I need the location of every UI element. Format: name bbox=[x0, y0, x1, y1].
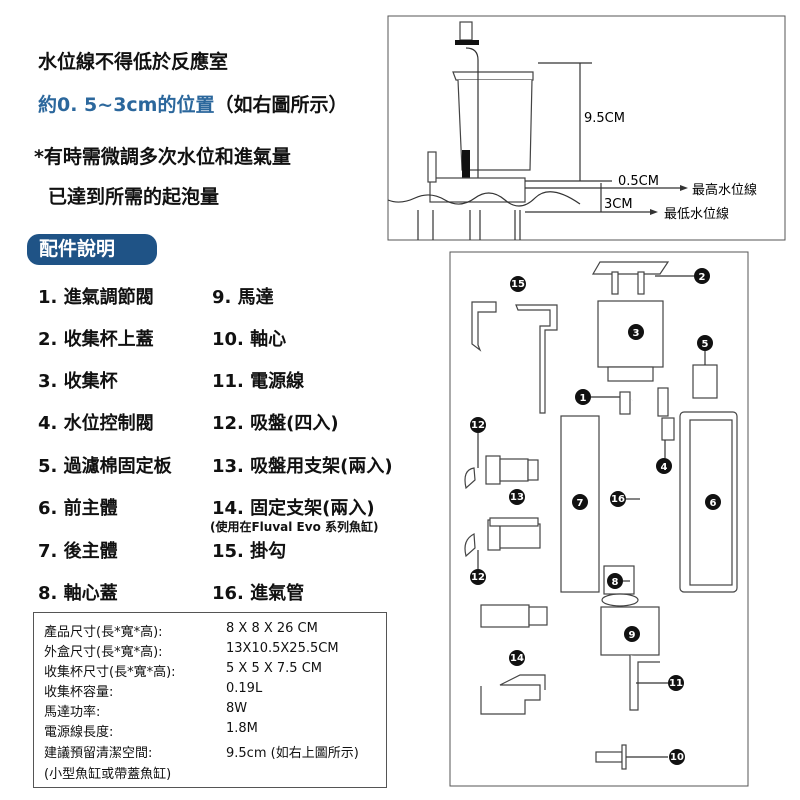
svg-text:15: 15 bbox=[511, 279, 525, 290]
part-item: 1. 進氣調節閥 bbox=[38, 287, 154, 308]
part-item: 6. 前主體 bbox=[38, 498, 118, 519]
part-item: 12. 吸盤(四入) bbox=[212, 413, 339, 434]
callout-11: 11 bbox=[668, 675, 684, 691]
intro-line-2-highlight: 約0. 5~3cm的位置 bbox=[38, 94, 215, 116]
spec-label: 外盒尺寸(長*寬*高): bbox=[44, 645, 163, 660]
spec-value: 8 X 8 X 26 CM bbox=[226, 621, 318, 636]
svg-text:10: 10 bbox=[670, 752, 684, 763]
callout-1: 1 bbox=[575, 389, 591, 405]
spec-label: 電源線長度: bbox=[44, 725, 114, 740]
callout-8: 8 bbox=[607, 573, 623, 589]
min-level-label: 最低水位線 bbox=[664, 206, 729, 222]
callout-5: 5 bbox=[697, 335, 713, 351]
spec-row: 產品尺寸(長*寬*高): 8 X 8 X 26 CM bbox=[44, 621, 318, 640]
spec-row: 外盒尺寸(長*寬*高): 13X10.5X25.5CM bbox=[44, 641, 339, 660]
intro-line-4: 已達到所需的起泡量 bbox=[48, 186, 220, 208]
callout-6: 6 bbox=[705, 494, 721, 510]
callout-15: 15 bbox=[510, 276, 526, 292]
part-item: 3. 收集杯 bbox=[38, 371, 118, 392]
callout-12: 12 bbox=[470, 569, 486, 585]
spec-label: (小型魚缸或帶蓋魚缸) bbox=[44, 767, 172, 782]
section-badge: 配件說明 bbox=[27, 234, 157, 265]
svg-text:12: 12 bbox=[471, 572, 485, 583]
max-level-label: 最高水位線 bbox=[692, 182, 757, 198]
part-item: 9. 馬達 bbox=[212, 287, 274, 308]
spec-row: 電源線長度: 1.8M bbox=[44, 721, 258, 740]
spec-row: 馬達功率: 8W bbox=[44, 701, 247, 720]
spec-box: 產品尺寸(長*寬*高): 8 X 8 X 26 CM 外盒尺寸(長*寬*高): 13… bbox=[33, 612, 387, 788]
spec-value: 0.19L bbox=[226, 681, 263, 696]
part-item: 5. 過濾棉固定板 bbox=[38, 456, 172, 477]
spec-row: 收集杯尺寸(長*寬*高): 5 X 5 X 7.5 CM bbox=[44, 661, 322, 680]
svg-text:7: 7 bbox=[577, 498, 584, 509]
svg-text:11: 11 bbox=[669, 678, 683, 689]
height-label: 9.5CM bbox=[584, 111, 625, 126]
spec-label: 馬達功率: bbox=[44, 705, 101, 720]
part-item: 8. 軸心蓋 bbox=[38, 583, 118, 604]
part-item: 11. 電源線 bbox=[212, 371, 305, 392]
svg-text:4: 4 bbox=[661, 462, 668, 473]
callout-14: 14 bbox=[509, 650, 525, 666]
part-item: 10. 軸心 bbox=[212, 329, 287, 350]
spec-label: 收集杯容量: bbox=[44, 685, 114, 700]
intro-line-1: 水位線不得低於反應室 bbox=[38, 51, 229, 73]
part-item: 7. 後主體 bbox=[38, 541, 118, 562]
svg-text:1: 1 bbox=[580, 393, 587, 404]
spec-value: 1.8M bbox=[226, 721, 258, 736]
svg-text:9: 9 bbox=[629, 630, 636, 641]
spec-value: 5 X 5 X 7.5 CM bbox=[226, 661, 322, 676]
svg-text:16: 16 bbox=[611, 494, 625, 505]
callout-2: 2 bbox=[694, 268, 710, 284]
intro-line-2: 約0. 5~3cm的位置（如右圖所示） bbox=[38, 90, 348, 117]
callout-7: 7 bbox=[572, 494, 588, 510]
parts-note: (使用在Fluval Evo 系列魚缸) bbox=[210, 520, 379, 534]
part-item: 13. 吸盤用支架(兩入) bbox=[212, 456, 393, 477]
callout-4: 4 bbox=[656, 458, 672, 474]
spec-value: 8W bbox=[226, 701, 248, 716]
svg-text:12: 12 bbox=[471, 420, 485, 431]
intro-line-3: *有時需微調多次水位和進氣量 bbox=[34, 146, 291, 168]
range-label: 3CM bbox=[604, 197, 633, 212]
spec-label: 建議預留清潔空間: bbox=[44, 746, 153, 761]
part-item: 15. 掛勾 bbox=[212, 541, 287, 562]
gap-label: 0.5CM bbox=[618, 174, 659, 189]
parts-diagram: 1 2 3 4 5 6 7 8 9 10 11 12 12 13 14 15 1… bbox=[449, 251, 749, 787]
part-item: 2. 收集杯上蓋 bbox=[38, 329, 154, 350]
intro-line-2-rest: （如右圖所示） bbox=[214, 94, 348, 116]
svg-text:5: 5 bbox=[702, 339, 709, 350]
callout-13: 13 bbox=[509, 489, 525, 505]
part-item: 16. 進氣管 bbox=[212, 583, 305, 604]
water-level-diagram: 9.5CM 0.5CM 3CM 最高水位線 最低水位線 bbox=[387, 15, 786, 241]
callout-10: 10 bbox=[669, 749, 685, 765]
spec-label: 產品尺寸(長*寬*高): bbox=[44, 625, 163, 640]
spec-row: (小型魚缸或帶蓋魚缸) bbox=[44, 763, 171, 782]
callout-9: 9 bbox=[624, 626, 640, 642]
svg-text:6: 6 bbox=[710, 498, 717, 509]
part-item: 14. 固定支架(兩入) bbox=[212, 498, 375, 519]
callout-3: 3 bbox=[628, 324, 644, 340]
spec-row: 建議預留清潔空間: 9.5cm (如右上圖所示) bbox=[44, 742, 359, 761]
spec-value: 9.5cm (如右上圖所示) bbox=[226, 746, 359, 761]
svg-text:2: 2 bbox=[699, 272, 706, 283]
svg-text:14: 14 bbox=[510, 653, 524, 664]
svg-text:8: 8 bbox=[612, 577, 619, 588]
part-item: 4. 水位控制閥 bbox=[38, 413, 154, 434]
svg-text:13: 13 bbox=[510, 492, 524, 503]
spec-row: 收集杯容量: 0.19L bbox=[44, 681, 262, 700]
svg-text:3: 3 bbox=[633, 328, 640, 339]
callout-16: 16 bbox=[610, 491, 626, 507]
spec-label: 收集杯尺寸(長*寬*高): bbox=[44, 665, 176, 680]
callout-12: 12 bbox=[470, 417, 486, 433]
spec-value: 13X10.5X25.5CM bbox=[226, 641, 339, 656]
